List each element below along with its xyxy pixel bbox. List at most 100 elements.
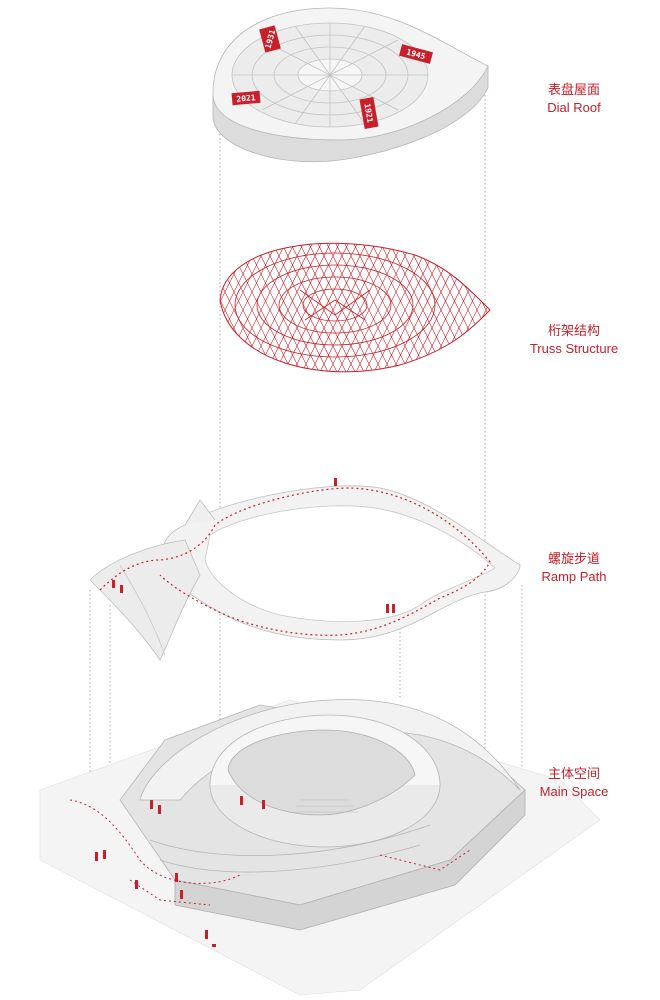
truss-member [45,220,135,400]
truss-member [9,220,99,400]
truss-member [54,220,144,400]
label-ramp-path: 螺旋步道 Ramp Path [514,551,634,585]
truss-member [220,243,235,372]
truss-member [449,243,490,372]
truss-member [540,220,630,400]
truss-member [18,220,108,400]
truss-member [108,220,198,400]
truss-member [90,220,180,400]
label-dial-roof-zh: 表盘屋面 [547,83,600,98]
truss-member [220,243,262,372]
main-space [39,699,601,996]
truss-member [99,220,189,400]
truss-structure [0,220,630,400]
truss-member [220,243,262,372]
truss-member [467,243,490,372]
roof-year-labels: 1931 1945 2021 1921 [231,25,434,129]
label-main-en: Main Space [539,784,609,799]
truss-member [449,243,490,372]
truss-member [513,220,603,400]
truss-member [81,220,171,400]
truss-member [0,220,90,400]
truss-member [431,243,490,372]
building-front-wall [174,789,526,931]
truss-member [18,220,108,400]
truss-member [220,243,226,372]
ramp-route [99,487,491,636]
truss-member [36,220,126,400]
truss-member [504,220,594,400]
truss-member [440,243,490,372]
truss-member [513,220,603,400]
label-ramp-en: Ramp Path [541,569,607,584]
truss-member [395,243,487,372]
truss-member [99,220,189,400]
truss-member [522,220,612,400]
truss-member [504,220,594,400]
truss-member [495,220,585,400]
truss-member [422,243,490,372]
label-truss-zh: 桁架结构 [547,324,600,339]
label-truss-en: Truss Structure [529,341,619,356]
roof-year-4: 1921 [362,103,374,124]
truss-member [314,243,406,372]
truss-member [126,220,216,400]
truss-member [81,220,171,400]
label-dial-roof-en: Dial Roof [547,100,601,115]
truss-member [220,243,235,372]
truss-member [54,220,144,400]
truss-member [63,220,153,400]
truss-member [540,220,630,400]
truss-member [531,220,621,400]
ramp-void [204,505,496,622]
truss-member [495,220,585,400]
truss-member [458,243,490,372]
truss-member [220,243,244,372]
truss-member [126,220,216,400]
label-main-zh: 主体空间 [547,767,600,782]
dial-roof: 1931 1945 2021 1921 [212,7,489,163]
truss-member [117,220,207,400]
truss-member [531,220,621,400]
truss-member [485,243,490,372]
truss-member [220,243,298,372]
truss-member [220,243,244,372]
truss-member [458,243,490,372]
label-truss-structure: 桁架结构 Truss Structure [514,323,634,357]
truss-member [220,243,280,372]
truss-member [386,243,478,372]
truss-member [27,220,117,400]
truss-member [220,243,226,372]
truss-member [404,243,490,372]
ramp-figures [112,478,395,613]
main-route [69,799,471,906]
truss-member [467,243,490,372]
roof-year-3: 2021 [236,93,256,104]
truss-member [377,243,469,372]
truss-member [220,243,289,372]
truss-member [63,220,153,400]
truss-member [9,220,99,400]
truss-member [220,243,253,372]
main-figures [95,796,265,947]
truss-member [36,220,126,400]
truss-member [72,220,162,400]
truss-member [27,220,117,400]
truss-member [485,243,490,372]
label-dial-roof: 表盘屋面 Dial Roof [514,82,634,116]
projection-lines [89,95,523,800]
truss-member [90,220,180,400]
truss-member [522,220,612,400]
truss-member [305,243,397,372]
label-ramp-zh: 螺旋步道 [547,552,600,567]
truss-member [117,220,207,400]
ramp-path [89,478,521,661]
truss-member [72,220,162,400]
truss-member [0,220,90,400]
label-main-space: 主体空间 Main Space [514,766,634,800]
ramp-wing [89,539,201,661]
truss-member [220,243,253,372]
truss-member [220,243,271,372]
truss-member [45,220,135,400]
